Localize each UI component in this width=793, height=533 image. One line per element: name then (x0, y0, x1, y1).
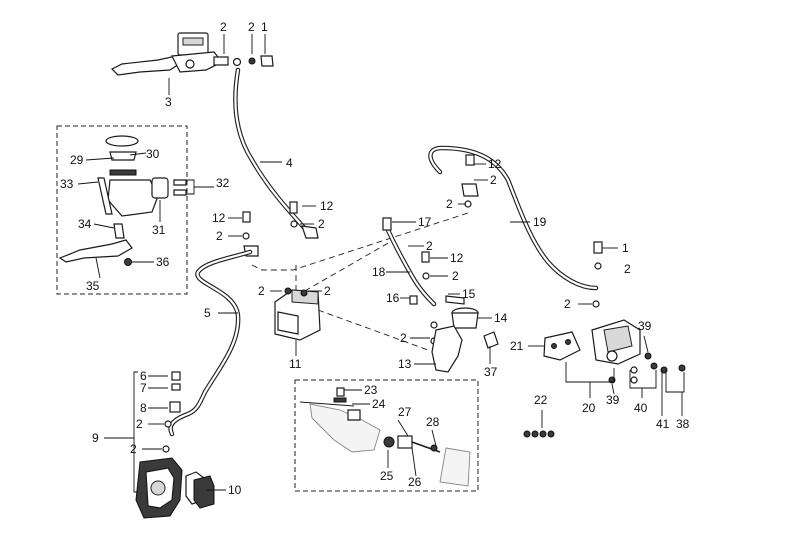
routing-line-abs-rear-hose (251, 212, 469, 271)
bleeder-parts (162, 371, 181, 453)
front-brake-caliper (135, 457, 183, 519)
callout-5: 5 (204, 306, 211, 320)
pad-pins-22 (523, 430, 555, 438)
caliper-small-parts (608, 352, 686, 384)
abs-bolt-right (289, 201, 298, 228)
brake-hose-5 (168, 249, 253, 437)
callout-35: 35 (86, 279, 100, 293)
reservoir-cap-parts (105, 135, 139, 176)
rear-mc-bracket-37 (483, 331, 499, 349)
callout-19: 19 (533, 215, 547, 229)
callout-2: 2 (452, 269, 459, 283)
callout-15: 15 (462, 287, 476, 301)
callout-2: 2 (258, 284, 265, 298)
rear-master-cylinder (431, 295, 479, 373)
rear-mc-detail-ghost (299, 401, 471, 487)
callout-numbers: 1 2 2 3 4 29 30 33 32 31 34 36 35 12 2 1… (60, 20, 690, 497)
callout-2: 2 (400, 331, 407, 345)
callout-22: 22 (534, 393, 548, 407)
callout-39: 39 (606, 393, 620, 407)
callout-2: 2 (216, 229, 223, 243)
rear-master-cylinder-detail-box (294, 379, 479, 492)
master-cylinder-detail-box (56, 125, 188, 295)
callout-39: 39 (638, 319, 652, 333)
master-cylinder-body (97, 177, 187, 217)
callout-2: 2 (318, 217, 325, 231)
callout-12: 12 (212, 211, 226, 225)
callout-14: 14 (494, 311, 508, 325)
callout-2: 2 (446, 197, 453, 211)
callout-10: 10 (228, 483, 242, 497)
routing-line-abs-front (295, 241, 391, 297)
callout-41: 41 (656, 417, 670, 431)
callout-12: 12 (320, 199, 334, 213)
callout-2: 2 (220, 20, 227, 34)
front-brake-pads (185, 471, 215, 509)
callout-12: 12 (488, 157, 502, 171)
brake-line-18 (382, 217, 437, 307)
callout-37: 37 (484, 365, 498, 379)
callout-26: 26 (408, 475, 422, 489)
callout-23: 23 (364, 383, 378, 397)
callout-9: 9 (92, 431, 99, 445)
callout-2: 2 (426, 239, 433, 253)
callout-38: 38 (676, 417, 690, 431)
rear-brake-caliper (591, 319, 641, 365)
brake-hose-19 (428, 145, 599, 291)
callout-17: 17 (418, 215, 432, 229)
callout-21: 21 (510, 339, 524, 353)
banjo-bolt-top-left (232, 55, 274, 67)
callout-8: 8 (140, 401, 147, 415)
callout-4: 4 (286, 156, 293, 170)
banjo-bolts-upper-right (464, 154, 475, 208)
routing-line-abs-rear-mc (317, 309, 429, 351)
leader-lines (77, 34, 685, 493)
rear-hose-bolts (409, 251, 438, 345)
callout-24: 24 (372, 397, 386, 411)
callout-11: 11 (289, 357, 302, 371)
brake-lever (58, 223, 133, 266)
callout-2: 2 (624, 262, 631, 276)
callout-27: 27 (398, 405, 412, 419)
callout-6: 6 (140, 369, 147, 383)
callout-25: 25 (380, 469, 394, 483)
rear-bolt-right (592, 241, 603, 308)
callout-36: 36 (156, 255, 170, 269)
callout-16: 16 (386, 291, 400, 305)
abs-module (274, 287, 321, 341)
callout-30: 30 (146, 147, 160, 161)
callout-1: 1 (622, 241, 629, 255)
callout-34: 34 (78, 217, 92, 231)
callout-18: 18 (372, 265, 386, 279)
front-master-cylinder-lever (110, 32, 229, 76)
callout-3: 3 (165, 95, 172, 109)
callout-7: 7 (140, 381, 147, 395)
callout-40: 40 (634, 401, 648, 415)
callout-32: 32 (216, 176, 230, 190)
callout-2: 2 (324, 284, 331, 298)
callout-1: 1 (261, 20, 268, 34)
callout-12: 12 (450, 251, 464, 265)
rear-mc-detail-parts (333, 387, 441, 453)
callout-2: 2 (136, 417, 143, 431)
callout-13: 13 (398, 357, 412, 371)
callout-20: 20 (582, 401, 596, 415)
callout-31: 31 (152, 223, 166, 237)
callout-2: 2 (130, 442, 137, 456)
callout-33: 33 (60, 177, 74, 191)
abs-bolt-left (242, 211, 259, 257)
callout-29: 29 (70, 153, 84, 167)
callout-2: 2 (248, 20, 255, 34)
rear-caliper-bracket (543, 331, 581, 361)
callout-28: 28 (426, 415, 440, 429)
callout-2: 2 (564, 297, 571, 311)
callout-2: 2 (490, 173, 497, 187)
